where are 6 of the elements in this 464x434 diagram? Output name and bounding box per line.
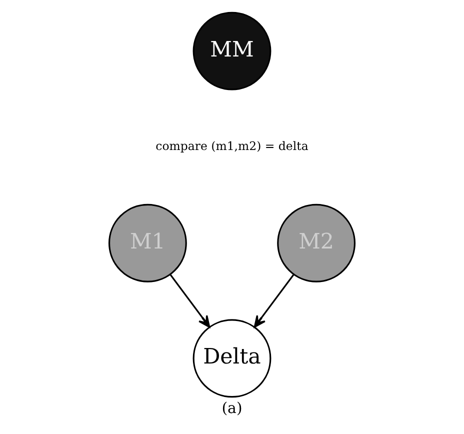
label: compare (m1,m2) = delta bbox=[156, 139, 308, 154]
caption: (a) bbox=[222, 399, 242, 418]
node-circle: Delta bbox=[192, 319, 272, 398]
arrow bbox=[254, 274, 294, 328]
node-circle: MM bbox=[192, 12, 272, 90]
arrow bbox=[170, 274, 210, 328]
